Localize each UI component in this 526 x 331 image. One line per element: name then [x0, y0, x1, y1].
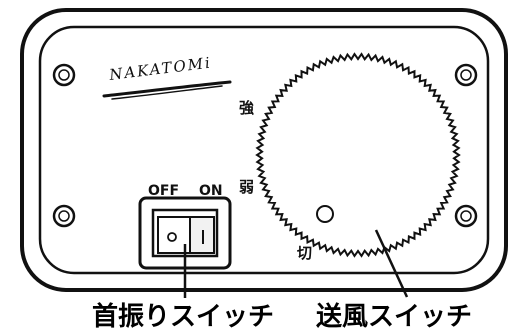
switch-off-label: OFF	[148, 183, 179, 199]
screw-hole-bottom-right	[454, 204, 478, 228]
screw-hole-bottom-left	[52, 204, 76, 228]
dial-off-label: 切	[297, 244, 312, 262]
fan-speed-dial[interactable]	[255, 52, 461, 258]
switch-off-symbol	[167, 232, 177, 242]
dial-indicator-dot	[316, 205, 334, 223]
dial-callout-line	[374, 229, 409, 298]
screw-hole-top-right	[454, 63, 478, 87]
switch-callout-caption: 首振りスイッチ	[92, 301, 274, 331]
dial-serrated-edge	[255, 52, 461, 258]
dial-callout-caption: 送風スイッチ	[316, 302, 472, 331]
brand-logo-swoosh	[102, 80, 232, 98]
dial-strong-label: 強	[239, 99, 254, 117]
panel-inner-rim	[38, 25, 490, 275]
screw-hole-top-left	[52, 63, 76, 87]
dial-weak-label: 弱	[239, 178, 254, 196]
switch-on-label: ON	[199, 183, 223, 199]
